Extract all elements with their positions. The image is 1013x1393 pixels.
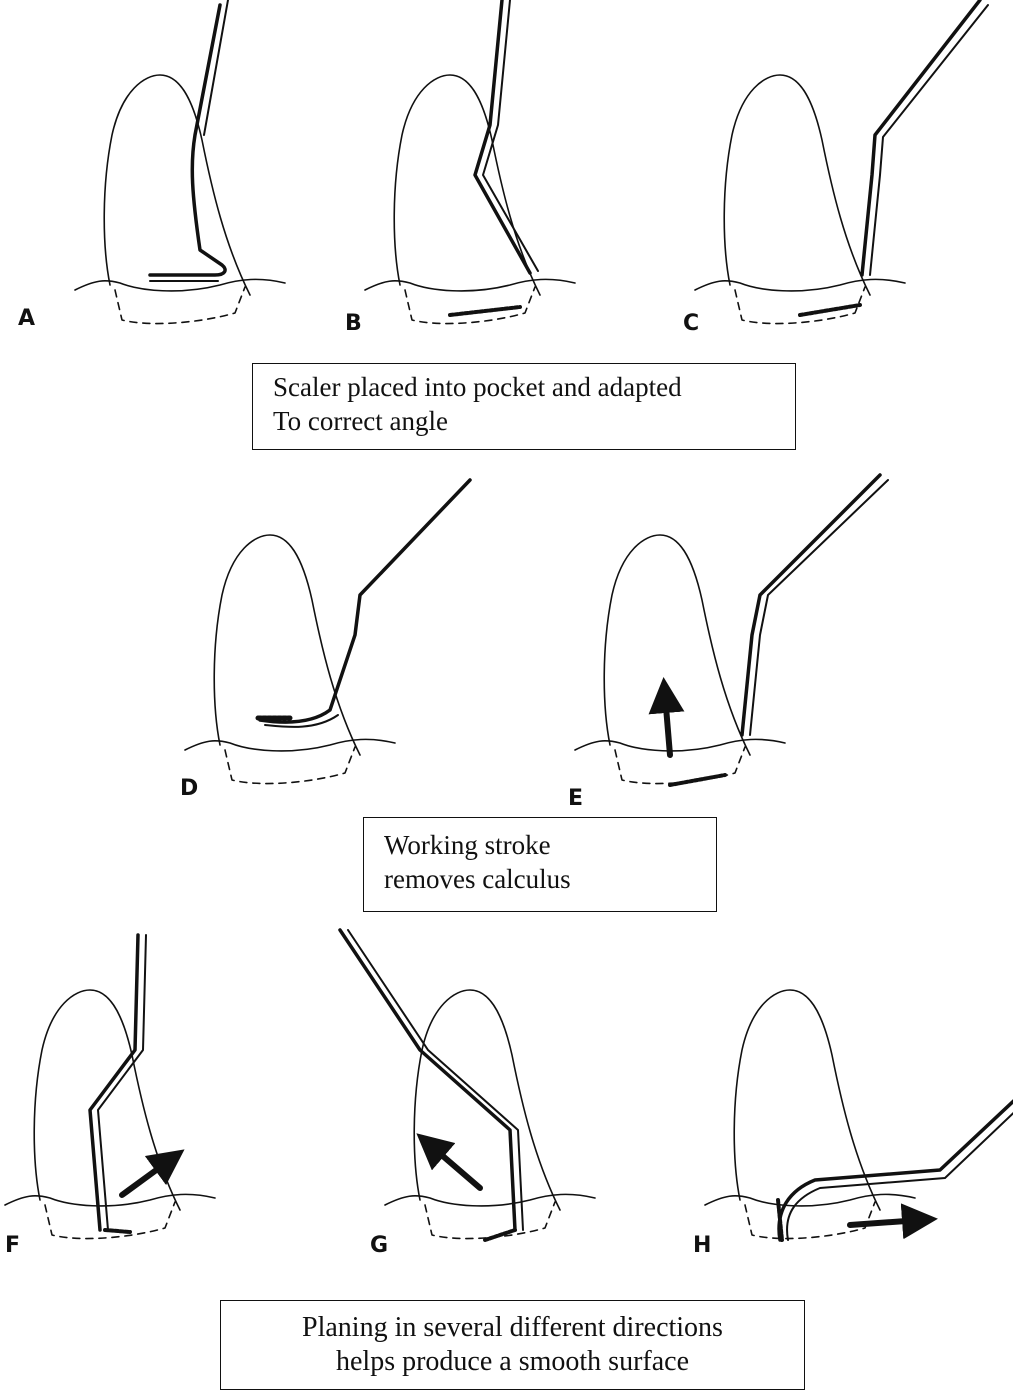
panel-d: [185, 480, 470, 784]
caption-working-stroke: Working stroke removes calculus: [363, 817, 717, 912]
panel-label-d: D: [180, 776, 198, 801]
panel-h: [705, 990, 1013, 1240]
panel-b: [365, 0, 575, 324]
panel-label-b: B: [345, 311, 362, 336]
caption-scaling: Scaler placed into pocket and adapted To…: [252, 363, 796, 450]
panel-c: [695, 0, 988, 324]
caption-planing-line2: helps produce a smooth surface: [221, 1345, 804, 1379]
panel-label-a: A: [18, 306, 35, 331]
panel-label-c: C: [683, 311, 699, 336]
caption-working-line2: removes calculus: [384, 862, 716, 896]
panel-label-h: H: [693, 1233, 711, 1258]
panel-label-e: E: [568, 786, 583, 811]
caption-planing-line1: Planing in several different directions: [221, 1311, 804, 1345]
caption-scaling-line1: Scaler placed into pocket and adapted: [273, 370, 795, 404]
panel-label-f: F: [5, 1233, 20, 1258]
caption-working-line1: Working stroke: [384, 828, 716, 862]
panel-label-g: G: [370, 1233, 388, 1258]
panel-a: [75, 0, 285, 324]
caption-scaling-line2: To correct angle: [273, 404, 795, 438]
panel-e: [575, 475, 888, 785]
caption-planing: Planing in several different directions …: [220, 1300, 805, 1390]
panel-f: [5, 935, 215, 1239]
panel-g: [340, 930, 595, 1240]
